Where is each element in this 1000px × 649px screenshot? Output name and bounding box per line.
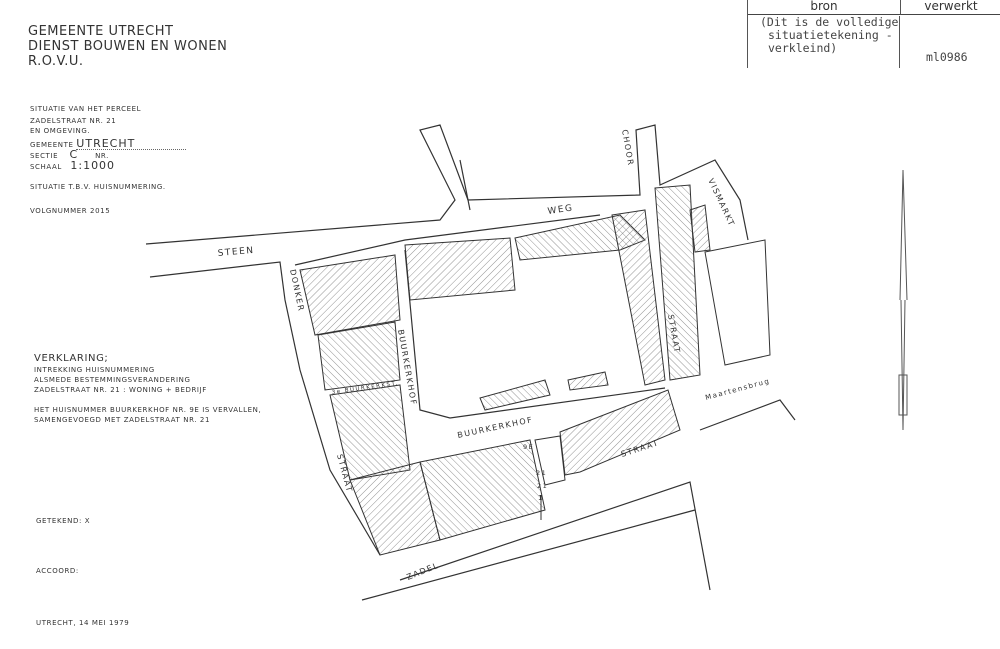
house-number-21-inner: 21 (536, 469, 547, 477)
verklaring-line: ALSMEDE BESTEMMINGSVERANDERING (34, 376, 191, 384)
situation-info: SITUATIE VAN HET PERCEEL ZADELSTRAAT NR.… (30, 104, 187, 216)
verklaring-line: INTREKKING HUISNUMMERING (34, 366, 155, 374)
signature-mark: X (84, 517, 91, 525)
getekend-row: GETEKEND: X (36, 516, 90, 526)
sectie-row: SECTIE C NR. (30, 148, 186, 161)
gemeente-value: UTRECHT (76, 138, 187, 150)
gemeente-row: GEMEENTE UTRECHT (30, 138, 187, 150)
verwerkt-code: ml0986 (926, 50, 968, 64)
label-weg: WEG (547, 203, 574, 217)
label-buurkerkhof-h: BUURKERKHOF (457, 415, 534, 440)
bron-line: (Dit is de volledige (760, 15, 899, 29)
col-verwerkt: verwerkt (901, 0, 1000, 15)
col-bron: bron (748, 0, 901, 15)
volgnummer-text: VOLGNUMMER 2015 (30, 207, 111, 215)
north-arrow (898, 169, 908, 431)
bron-line: verkleind) (768, 41, 838, 55)
verklaring-line: SAMENGEVOEGD MET ZADELSTRAAT NR. 21 (34, 416, 211, 424)
issuer-line-2: DIENST BOUWEN EN WONEN (28, 39, 228, 54)
label-zadel: ZADEL (405, 561, 440, 582)
verklaring-block: VERKLARING; INTREKKING HUISNUMMERING ALS… (34, 352, 261, 425)
house-number-21-outer: 21 (537, 482, 548, 490)
omgeving-text: EN OMGEVING. (30, 127, 91, 135)
label-choor: CHOOR (620, 129, 635, 167)
schaal-label: SCHAAL (30, 163, 62, 171)
sectie-label: SECTIE (30, 152, 59, 160)
schaal-row: SCHAAL 1:1000 (30, 159, 186, 172)
house-number-9e: 9E (523, 443, 534, 451)
nr-label: NR. (95, 152, 109, 160)
accoord-label: ACCOORD: (36, 567, 79, 575)
situatie-text: SITUATIE VAN HET PERCEEL (30, 105, 142, 113)
verklaring-line: ZADELSTRAAT NR. 21 : WONING + BEDRIJF (34, 386, 207, 394)
source-table: bron verwerkt (Dit is de volledige situa… (747, 0, 1000, 68)
label-maartensbrug: Maartensbrug (704, 377, 771, 402)
street-outlines (145, 124, 796, 601)
building-blocks (299, 184, 771, 556)
issuer-line-1: GEMEENTE UTRECHT (28, 24, 174, 39)
date-text: UTRECHT, 14 MEI 1979 (36, 619, 130, 627)
verklaring-title: VERKLARING; (34, 353, 109, 364)
issuer-line-3: R.O.V.U. (28, 54, 84, 69)
bron-line: situatietekening - (768, 28, 893, 42)
verklaring-line: HET HUISNUMMER BUURKERKHOF NR. 9E IS VER… (34, 406, 262, 414)
schaal-value: 1:1000 (70, 159, 116, 172)
gemeente-label: GEMEENTE (30, 141, 74, 149)
address-text: ZADELSTRAAT NR. 21 (30, 117, 117, 125)
bron-cell: (Dit is de volledige situatietekening - … (748, 16, 900, 68)
sectie-value: C (69, 148, 79, 161)
label-steen: STEEN (217, 246, 255, 259)
label-vismarkt: VISMARKT (706, 177, 736, 228)
issuer-header: GEMEENTE UTRECHT DIENST BOUWEN EN WONEN … (28, 24, 227, 69)
arrow-mark: 1 (538, 494, 544, 502)
purpose-text: SITUATIE T.B.V. HUISNUMMERING. (30, 183, 166, 191)
getekend-label: GETEKEND: (36, 517, 82, 525)
